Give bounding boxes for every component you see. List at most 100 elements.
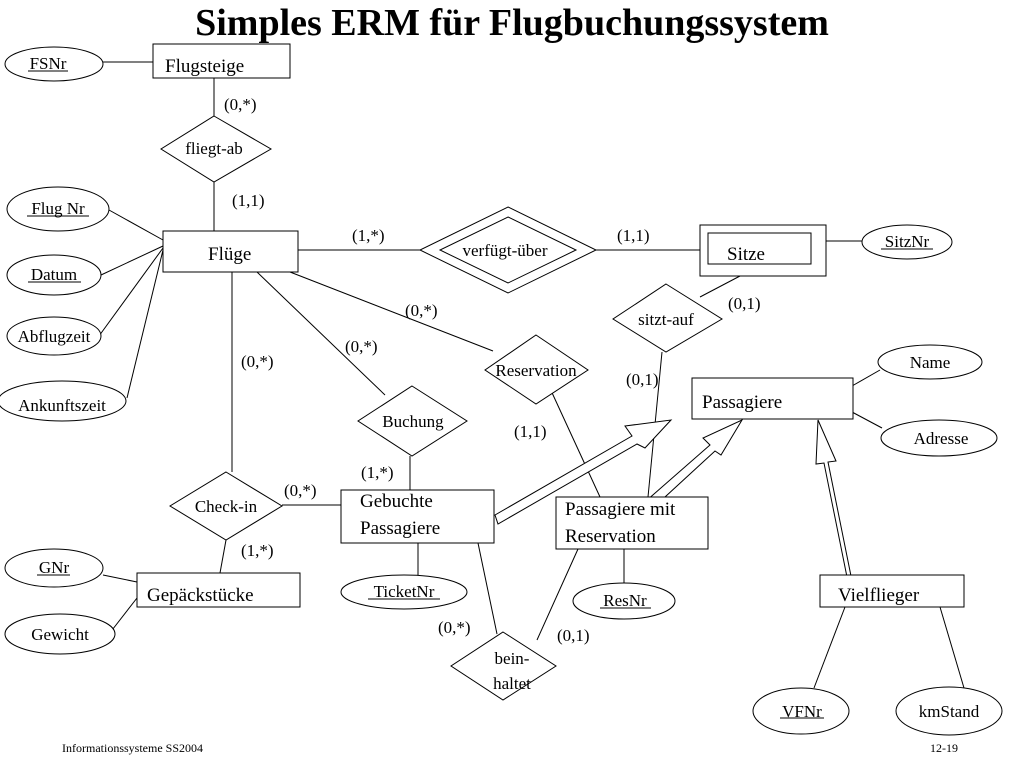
attr-fsnr-label: FSNr [30, 54, 67, 73]
isa-arrow-vielflieger-passagiere [815, 419, 852, 578]
entity-passagiere-box [691, 377, 854, 420]
attr-datum-ellipse [6, 254, 102, 296]
card-checkin-gepaeck: (1,*) [241, 541, 274, 560]
attr-gnr-ellipse [4, 548, 104, 588]
entity-gepaeck-label: Gepäckstücke [147, 585, 254, 606]
rel-buchung-label: Buchung [382, 412, 444, 431]
attr-flugnr-label: Flug Nr [31, 199, 85, 218]
footer-slide-number: 12-19 [930, 741, 958, 755]
rel-beinhaltet-label-1: bein- [495, 649, 530, 668]
card-fliegtab-fluege: (1,1) [232, 191, 265, 210]
card-flugsteige-fliegtab: (0,*) [224, 95, 257, 114]
attr-adresse-ellipse [880, 419, 998, 457]
rel-fliegtab-label: fliegt-ab [185, 139, 243, 158]
line-ankunftszeit-fluege [126, 249, 164, 399]
line-fluege-buchung [256, 271, 386, 396]
rel-sitztauf-diamond [612, 283, 723, 353]
page-title: Simples ERM für Flugbuchungssystem [195, 2, 829, 44]
attr-ticketnr-ellipse [340, 574, 468, 610]
entity-vielflieger-box [819, 574, 965, 608]
footer-course-name: Informationssysteme SS2004 [62, 741, 203, 755]
attr-abflugzeit-label: Abflugzeit [18, 327, 91, 346]
attr-sitznr-label: SitzNr [885, 232, 930, 251]
attr-datum-label: Datum [31, 265, 77, 284]
entity-passagiere-label: Passagiere [702, 392, 782, 413]
line-checkin-gepaeck [219, 539, 227, 574]
entity-sitze-inner-box [707, 232, 812, 265]
entity-gepaeck-box [136, 572, 301, 608]
entity-mitres-label-1: Passagiere mit [565, 499, 676, 520]
card-fluege-buchung: (0,*) [345, 337, 378, 356]
attr-ankunftszeit-ellipse [0, 380, 127, 422]
line-gnr-gepaeck [102, 574, 138, 583]
rel-beinhaltet-label-2: haltet [493, 674, 531, 693]
line-abflugzeit-fluege [98, 247, 164, 337]
attr-fsnr-ellipse [4, 46, 104, 82]
entity-flugsteige-box [152, 43, 291, 79]
attr-gewicht-ellipse [4, 613, 116, 655]
card-sitze-sitztauf: (0,1) [728, 294, 761, 313]
line-vielflieger-kmstand [939, 606, 965, 689]
entity-gebuchte-label-1: Gebuchte [360, 491, 433, 512]
rel-verfuegt-inner-diamond [438, 216, 578, 284]
entity-sitze-label: Sitze [727, 244, 765, 265]
entity-fluege-label: Flüge [208, 244, 251, 265]
card-mitres-beinhaltet: (0,1) [557, 626, 590, 645]
attr-abflugzeit-ellipse [6, 316, 102, 356]
line-passagiere-name [851, 369, 881, 387]
line-gebuchte-beinhaltet [477, 542, 498, 635]
entity-fluege-box [162, 230, 299, 273]
attr-resnr-label: ResNr [603, 591, 647, 610]
attr-name-label: Name [910, 353, 951, 372]
line-reservation-mitres [547, 383, 601, 498]
attr-adresse-label: Adresse [914, 429, 969, 448]
card-fluege-checkin: (0,*) [241, 352, 274, 371]
entity-flugsteige-label: Flugsteige [165, 56, 244, 77]
line-passagiere-adresse [851, 411, 883, 429]
line-datum-fluege [100, 245, 164, 276]
line-gewicht-gepaeck [108, 597, 138, 635]
card-checkin-gebuchte: (0,*) [284, 481, 317, 500]
rel-fliegtab-diamond [160, 115, 272, 183]
card-buchung-gebuchte: (1,*) [361, 463, 394, 482]
attr-ankunftszeit-label: Ankunftszeit [18, 396, 106, 415]
attr-gewicht-label: Gewicht [31, 625, 89, 644]
line-mitres-beinhaltet [536, 548, 579, 641]
line-sitze-sitztauf [699, 275, 741, 298]
rel-checkin-label: Check-in [195, 497, 258, 516]
card-fluege-reservation: (0,*) [405, 301, 438, 320]
card-fluege-verfuegt: (1,*) [352, 226, 385, 245]
rel-verfuegt-label: verfügt-über [463, 241, 548, 260]
rel-reservation-diamond [484, 334, 589, 405]
entity-gebuchte-box [340, 489, 495, 544]
attr-ticketnr-label: TicketNr [374, 582, 435, 601]
card-sitztauf-mitres: (0,1) [626, 370, 659, 389]
entity-mitres-box [555, 496, 709, 550]
rel-sitztauf-label: sitzt-auf [638, 310, 694, 329]
attr-resnr-ellipse [572, 582, 676, 620]
card-verfuegt-sitze: (1,1) [617, 226, 650, 245]
entity-vielflieger-label: Vielflieger [838, 585, 920, 606]
attr-vfnr-label: VFNr [782, 702, 822, 721]
card-reservation-mitres: (1,1) [514, 422, 547, 441]
attr-kmstand-ellipse [895, 686, 1003, 736]
attr-vfnr-ellipse [752, 687, 850, 735]
rel-beinhaltet-diamond [450, 631, 557, 701]
attr-kmstand-label: kmStand [919, 702, 980, 721]
rel-buchung-diamond [357, 385, 468, 457]
attr-flugnr-ellipse [6, 186, 110, 232]
isa-arrow-mitres-passagiere [645, 418, 744, 509]
line-flugnr-fluege [108, 209, 164, 241]
card-gebuchte-beinhaltet: (0,*) [438, 618, 471, 637]
entity-mitres-label-2: Reservation [565, 526, 656, 547]
line-vielflieger-vfnr [813, 606, 846, 689]
entity-gebuchte-label-2: Passagiere [360, 518, 440, 539]
attr-name-ellipse [877, 344, 983, 380]
rel-checkin-diamond [169, 471, 283, 541]
rel-reservation-label: Reservation [495, 361, 577, 380]
attr-gnr-label: GNr [39, 558, 70, 577]
isa-arrow-gebuchte-passagiere [494, 419, 673, 525]
attr-sitznr-ellipse [861, 224, 953, 260]
line-fluege-reservation [289, 271, 494, 352]
